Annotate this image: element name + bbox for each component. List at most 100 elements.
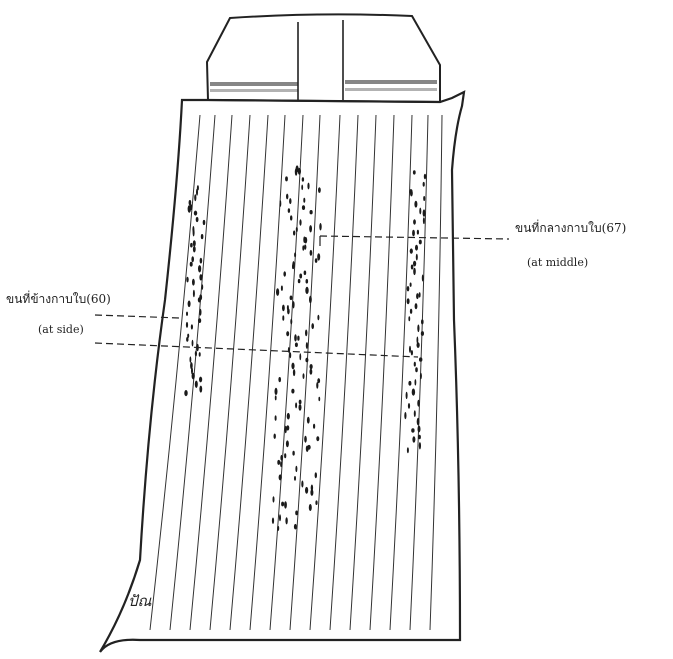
hair-dot: [203, 220, 206, 225]
hair-dot: [412, 389, 415, 396]
hair-dot: [198, 297, 201, 302]
hair-dot: [408, 316, 410, 321]
hair-dot: [201, 284, 203, 290]
hair-dot: [294, 334, 297, 341]
hair-dot: [294, 253, 296, 258]
vein-line: [430, 115, 442, 630]
hair-dot: [309, 504, 312, 511]
hair-dot: [315, 258, 318, 263]
hair-dot: [299, 400, 302, 405]
hair-dot: [279, 514, 281, 521]
hair-dot: [299, 404, 302, 411]
hair-dot: [275, 388, 278, 395]
vein-line: [330, 115, 358, 630]
hair-dot: [284, 501, 287, 508]
hair-dot: [309, 296, 312, 303]
hair-dot: [298, 279, 301, 283]
hair-dot: [200, 258, 203, 264]
hair-dot: [285, 517, 287, 524]
hair-dot: [407, 447, 409, 453]
hair-dot: [281, 502, 284, 507]
hair-dot: [309, 225, 312, 232]
hair-dot: [406, 392, 408, 399]
hair-dot: [276, 288, 279, 296]
hair-dot: [310, 364, 313, 369]
hair-dot: [414, 410, 416, 417]
hair-dot: [295, 511, 298, 516]
hair-dot: [186, 337, 188, 342]
hair-dot: [199, 377, 202, 383]
hair-dot: [413, 170, 416, 174]
hair-dot: [291, 363, 294, 370]
leader-line-middle: [320, 236, 509, 239]
hair-dot: [186, 312, 188, 316]
hair-dot: [305, 487, 308, 494]
hair-dot: [291, 389, 294, 394]
hair-dot: [289, 198, 291, 204]
hair-dot: [294, 524, 297, 530]
hair-dot: [422, 275, 424, 282]
hair-dot: [273, 496, 275, 502]
hair-dot: [305, 330, 307, 337]
hair-dot: [303, 236, 305, 243]
hair-dot: [192, 373, 195, 380]
leader-lines: [95, 236, 509, 357]
hair-dot: [419, 240, 422, 245]
hair-dot: [412, 436, 415, 442]
hair-dot: [306, 342, 308, 349]
hair-dot: [318, 187, 321, 193]
hair-dot: [413, 268, 416, 275]
hair-dot: [411, 350, 413, 355]
hair-dot: [192, 279, 195, 286]
hair-dot: [194, 211, 197, 216]
hair-dot: [195, 381, 198, 388]
hair-dot: [290, 296, 293, 301]
hair-dot: [404, 412, 406, 419]
hair-dot: [186, 277, 188, 283]
hair-dot: [415, 367, 418, 372]
hair-dot: [201, 234, 204, 239]
hair-dot: [275, 415, 277, 420]
vein-line: [250, 115, 285, 630]
hair-dot: [188, 205, 191, 213]
hair-dot: [418, 435, 421, 440]
hair-dot: [196, 189, 198, 196]
hair-dot: [282, 315, 284, 320]
collar-stipple-band: [210, 80, 437, 92]
label-side-thai: ขนที่ข้างกาบใบ(60): [6, 290, 111, 306]
hair-dot: [408, 403, 410, 409]
hair-dot: [420, 373, 422, 379]
hair-dot: [303, 373, 305, 379]
hair-dot: [295, 466, 297, 472]
hair-dot: [198, 265, 201, 272]
vein-line: [230, 115, 268, 630]
hair-dot: [283, 271, 286, 276]
hair-dot: [413, 261, 416, 267]
hair-dot: [417, 418, 420, 425]
hair-dot: [410, 248, 413, 253]
hair-dot: [281, 286, 283, 291]
hair-dot: [190, 262, 193, 267]
hair-dot: [198, 318, 201, 323]
hair-dot: [190, 243, 193, 248]
hair-dot: [310, 210, 313, 214]
hair-dot: [188, 301, 191, 308]
hair-dot: [295, 402, 297, 408]
hair-dot: [419, 442, 421, 449]
hair-dot: [299, 274, 302, 279]
hair-dot: [307, 417, 310, 424]
hair-dot: [310, 250, 313, 256]
hair-dot: [415, 245, 418, 251]
hair-dot: [302, 205, 305, 210]
hair-dot: [193, 240, 196, 246]
vein-line: [370, 115, 394, 630]
hair-dot: [313, 424, 315, 429]
hair-dot: [285, 426, 287, 433]
hair-dot: [423, 209, 426, 216]
hair-dot: [419, 208, 421, 215]
hair-dot: [279, 474, 282, 480]
hair-dot: [316, 436, 319, 441]
hair-dot: [192, 340, 194, 347]
hair-dot: [186, 322, 188, 328]
hair-dot: [417, 342, 420, 348]
